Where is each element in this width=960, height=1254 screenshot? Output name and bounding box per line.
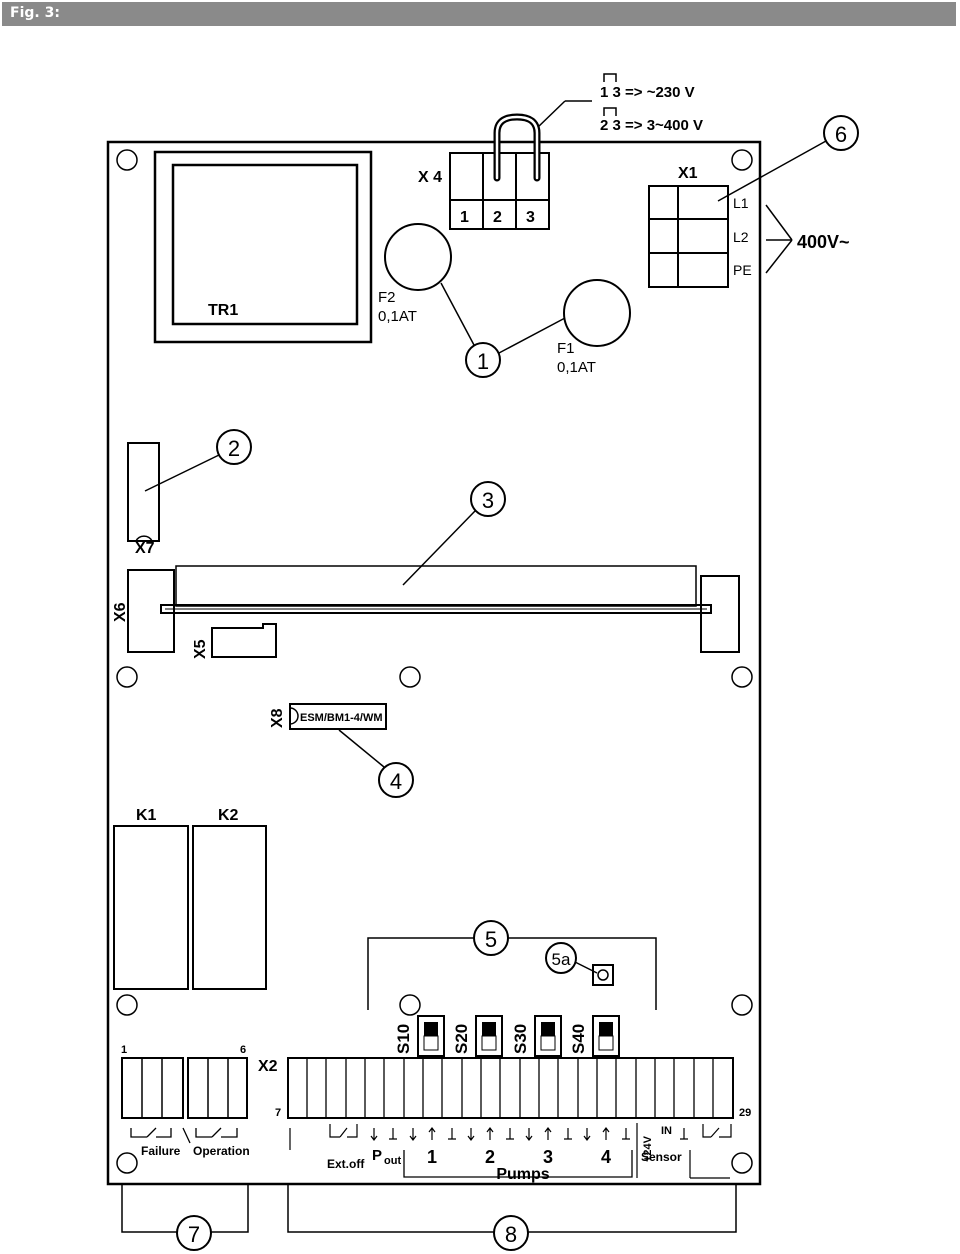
callout-4: 4 bbox=[338, 729, 414, 798]
pout-label: P bbox=[372, 1147, 382, 1164]
fuse-f2: F2 0,1AT bbox=[378, 223, 452, 325]
plus24v-label: +24V bbox=[642, 1135, 654, 1162]
pump-3-label: 3 bbox=[543, 1147, 553, 1167]
x1-terminal-pe: PE bbox=[733, 262, 752, 278]
figure-label: Fig. 3: bbox=[10, 5, 60, 21]
jumper-legend-line2: 2 3 => 3~400 V bbox=[600, 117, 703, 134]
relays: K1 K2 bbox=[113, 807, 267, 990]
callout-7-number: 8 bbox=[505, 1222, 517, 1247]
callout-8-number: 6 bbox=[835, 122, 847, 147]
operation-label: Operation bbox=[193, 1144, 250, 1158]
x4-pin-3: 3 bbox=[526, 209, 535, 226]
connector-x4: X 4 1 2 3 bbox=[418, 113, 550, 230]
pump-1-label: 1 bbox=[427, 1147, 437, 1167]
x4-label: X 4 bbox=[418, 169, 442, 186]
in-label: IN bbox=[661, 1125, 672, 1137]
pumps-label: Pumps bbox=[496, 1166, 549, 1183]
supply-voltage-label: 400V~ bbox=[797, 232, 850, 252]
x5-label: X5 bbox=[192, 639, 209, 659]
callout-2-number: 2 bbox=[228, 436, 240, 461]
switch-s20-label: S20 bbox=[452, 1024, 471, 1054]
x1-terminal-l1: L1 bbox=[733, 195, 749, 211]
callout-1-number: 1 bbox=[477, 349, 489, 374]
terminal-block-1-6: 1 6 Failure Operation bbox=[121, 1044, 250, 1158]
connector-x7: X7 bbox=[127, 442, 160, 557]
callout-6: 7 bbox=[121, 1185, 249, 1251]
callout-2: 2 bbox=[144, 429, 252, 492]
x4-pin-1: 1 bbox=[460, 209, 469, 226]
x2-end-label: 29 bbox=[739, 1107, 751, 1119]
switch-s10-label: S10 bbox=[394, 1024, 413, 1054]
terminal-end-label: 6 bbox=[240, 1044, 246, 1056]
figure-header: Fig. 3: bbox=[2, 2, 956, 26]
switch-s30-label: S30 bbox=[511, 1024, 530, 1054]
terminal-start-label: 1 bbox=[121, 1044, 127, 1056]
pump-4-label: 4 bbox=[601, 1147, 611, 1167]
callout-3: 3 bbox=[402, 481, 506, 586]
connector-x5: X5 bbox=[192, 623, 277, 659]
x2-start-label: 7 bbox=[275, 1107, 281, 1119]
k2-label: K2 bbox=[218, 807, 239, 824]
extoff-label: Ext.off bbox=[327, 1157, 365, 1171]
jumper-legend: 1 3 => ~230 V 2 3 => 3~400 V bbox=[536, 73, 703, 134]
f2-rating: 0,1AT bbox=[378, 308, 417, 325]
callout-8: 6 bbox=[717, 115, 859, 202]
switch-s40-label: S40 bbox=[569, 1024, 588, 1054]
callout-4-number: 4 bbox=[390, 769, 402, 794]
callout-3-number: 3 bbox=[482, 488, 494, 513]
x2-label: X2 bbox=[258, 1058, 278, 1075]
sensor-label: Sensor bbox=[641, 1150, 682, 1164]
connector-x1: X1 L1 L2 PE 400V~ bbox=[648, 165, 850, 288]
failure-label: Failure bbox=[141, 1144, 181, 1158]
x8-label: X8 bbox=[269, 708, 286, 728]
mounting-holes bbox=[116, 149, 753, 1174]
f1-label: F1 bbox=[557, 340, 575, 357]
f1-rating: 0,1AT bbox=[557, 359, 596, 376]
tr1-label: TR1 bbox=[208, 302, 238, 319]
jumper-legend-line1: 1 3 => ~230 V bbox=[600, 84, 695, 101]
pout-subscript: out bbox=[384, 1155, 401, 1167]
f2-label: F2 bbox=[378, 289, 396, 306]
k1-label: K1 bbox=[136, 807, 157, 824]
terminal-strip-x2: X2 7 29 bbox=[258, 1057, 751, 1183]
module-label: ESM/BM1-4/WM bbox=[300, 712, 383, 724]
x1-terminal-l2: L2 bbox=[733, 229, 749, 245]
callout-5-number: 5 bbox=[485, 927, 497, 952]
callout-5a: 5a bbox=[545, 942, 614, 986]
callout-5: 5 bbox=[367, 920, 657, 1010]
callout-1: 1 bbox=[440, 282, 566, 378]
x4-pin-2: 2 bbox=[493, 209, 502, 226]
fuse-f1: F1 0,1AT bbox=[557, 279, 631, 376]
module-x8: X8 ESM/BM1-4/WM bbox=[269, 703, 387, 730]
board-outline bbox=[106, 140, 762, 1186]
pump-2-label: 2 bbox=[485, 1147, 495, 1167]
connector-x6-slot: X6 bbox=[112, 565, 740, 653]
x7-label: X7 bbox=[135, 540, 155, 557]
callout-6-number: 7 bbox=[188, 1222, 200, 1247]
transformer-tr1: TR1 bbox=[153, 150, 373, 344]
dip-switches: S10 S20 S30 S40 bbox=[394, 1015, 620, 1057]
x6-label: X6 bbox=[112, 602, 129, 622]
x1-label: X1 bbox=[678, 165, 698, 182]
callout-7: 8 bbox=[287, 1185, 737, 1251]
callout-5a-number: 5a bbox=[552, 950, 571, 969]
